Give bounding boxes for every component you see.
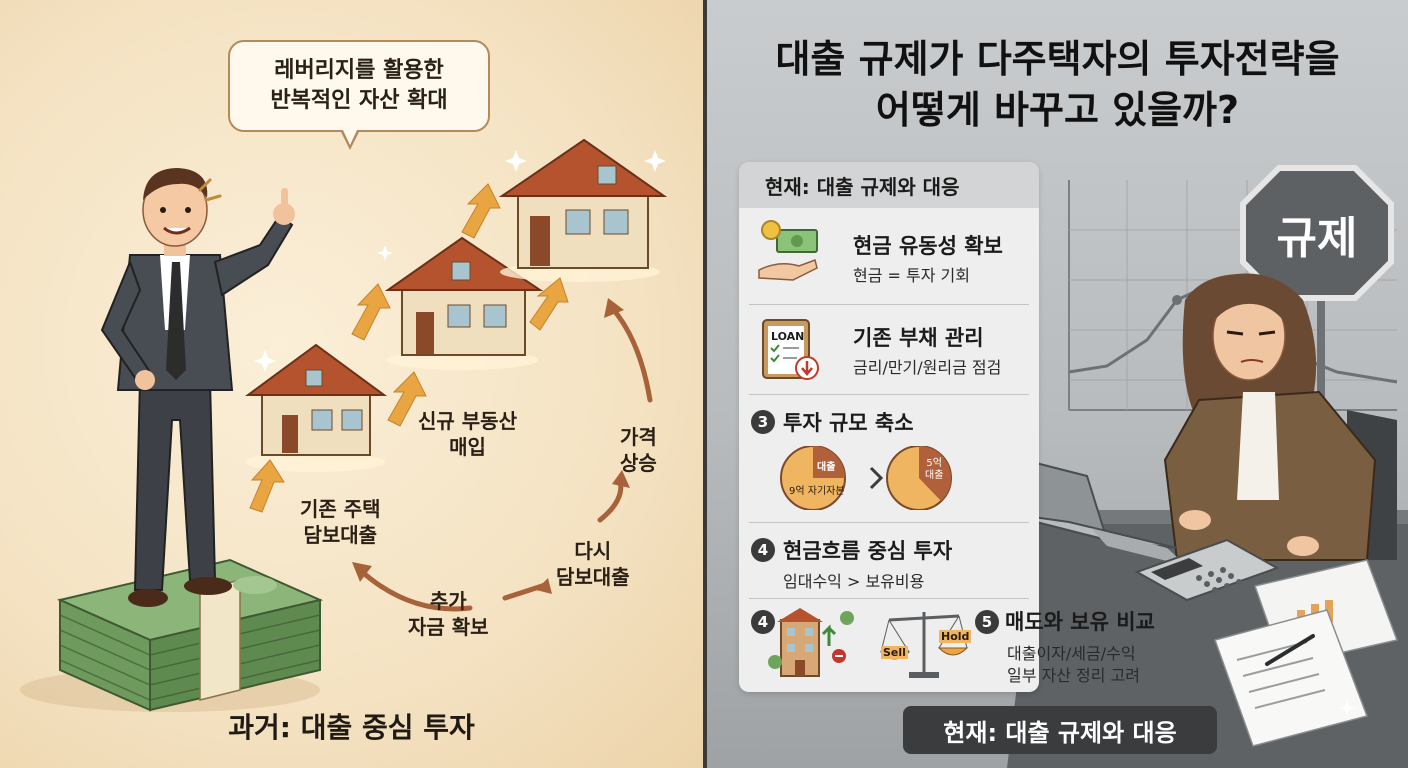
separator <box>749 394 1029 395</box>
bubble-line-1: 레버리지를 활용한 <box>274 58 444 84</box>
sparkle-icons <box>254 150 666 372</box>
bubble-tail-inner <box>342 128 358 145</box>
businesswoman-figure <box>1163 273 1377 561</box>
house-icon-2 <box>384 236 544 370</box>
loan-icon-text: LOAN <box>771 330 805 343</box>
money-stack-icon <box>56 558 324 712</box>
section-debt-sub: 금리/만기/원리금 점검 <box>853 358 1002 377</box>
separator <box>749 598 1029 599</box>
separator <box>749 522 1029 523</box>
section-cashflow-title: 현금흐름 중심 투자 <box>783 539 953 563</box>
section-cash-title: 현금 유동성 확보 <box>853 234 1003 258</box>
calculator-icon <box>1134 538 1280 602</box>
loan-clipboard-icon <box>762 319 819 380</box>
label-reloan: 다시 담보대출 <box>556 539 630 589</box>
section-sell-hold-sub1: 대출이자/세금/수익 <box>1007 644 1136 663</box>
scale-pie-charts <box>780 446 952 510</box>
label-new-purchase: 신규 부동산 매입 <box>418 409 517 459</box>
section-number-4b: 4 <box>751 610 775 634</box>
pie1-loan-label: 대출 <box>817 462 836 473</box>
building-scale-icon <box>768 608 854 677</box>
speech-bubble: 레버리지를 활용한 반복적인 자산 확대 <box>228 40 490 132</box>
section-debt-title: 기존 부채 관리 <box>853 326 984 350</box>
house-icon-3 <box>498 138 668 282</box>
section-sell-hold-sub2: 일부 자산 정리 고려 <box>1007 666 1141 685</box>
cash-hand-icon <box>758 220 818 281</box>
regulation-illustration <box>967 165 1408 768</box>
growth-arrow-icons <box>249 183 569 513</box>
left-panel-past-investment: 레버리지를 활용한 반복적인 자산 확대 <box>0 0 703 768</box>
label-existing-loan: 기존 주택 담보대출 <box>300 497 381 547</box>
section-sell-hold-title: 매도와 보유 비교 <box>1005 610 1155 634</box>
section-number-5: 5 <box>975 610 999 634</box>
balance-scale-icon <box>879 612 969 678</box>
hold-label: Hold <box>939 630 972 643</box>
leverage-illustration <box>20 138 668 712</box>
section-cashflow-sub: 임대수익 > 보유비용 <box>783 572 925 591</box>
main-title: 대출 규제가 다주택자의 투자전략을 어떻게 바꾸고 있을까? <box>775 37 1340 133</box>
card-header: 현재: 대출 규제와 대응 <box>739 162 1039 208</box>
stop-sign-text: 규제 <box>1276 213 1358 264</box>
section-cash-sub: 현금 = 투자 기회 <box>853 266 970 285</box>
panel-divider <box>703 0 707 768</box>
businessman-figure <box>100 168 295 607</box>
past-investment-title: 과거: 대출 중심 투자 <box>228 711 475 744</box>
separator <box>749 304 1029 305</box>
current-regulation-pill: 현재: 대출 규제와 대응 <box>903 706 1217 754</box>
sparkle-icon <box>1339 700 1355 716</box>
house-icon-1 <box>244 343 388 472</box>
sell-label: Sell <box>881 646 908 659</box>
section-scale-title: 투자 규모 축소 <box>783 411 914 435</box>
right-panel-current-regulation: 대출 규제가 다주택자의 투자전략을 어떻게 바꾸고 있을까? <box>707 0 1408 768</box>
label-price-rise: 가격 상승 <box>620 425 657 475</box>
stop-sign-icon <box>1240 165 1394 435</box>
label-extra-funds: 추가 자금 확보 <box>408 589 489 639</box>
bubble-line-2: 반복적인 자산 확대 <box>270 88 448 113</box>
section-number-3: 3 <box>751 410 775 434</box>
document-icons <box>1214 559 1399 747</box>
pie2-loan-label: 5억 대출 <box>925 458 944 481</box>
section-number-4: 4 <box>751 538 775 562</box>
pie1-equity-label: 9억 자기자본 <box>789 486 845 497</box>
